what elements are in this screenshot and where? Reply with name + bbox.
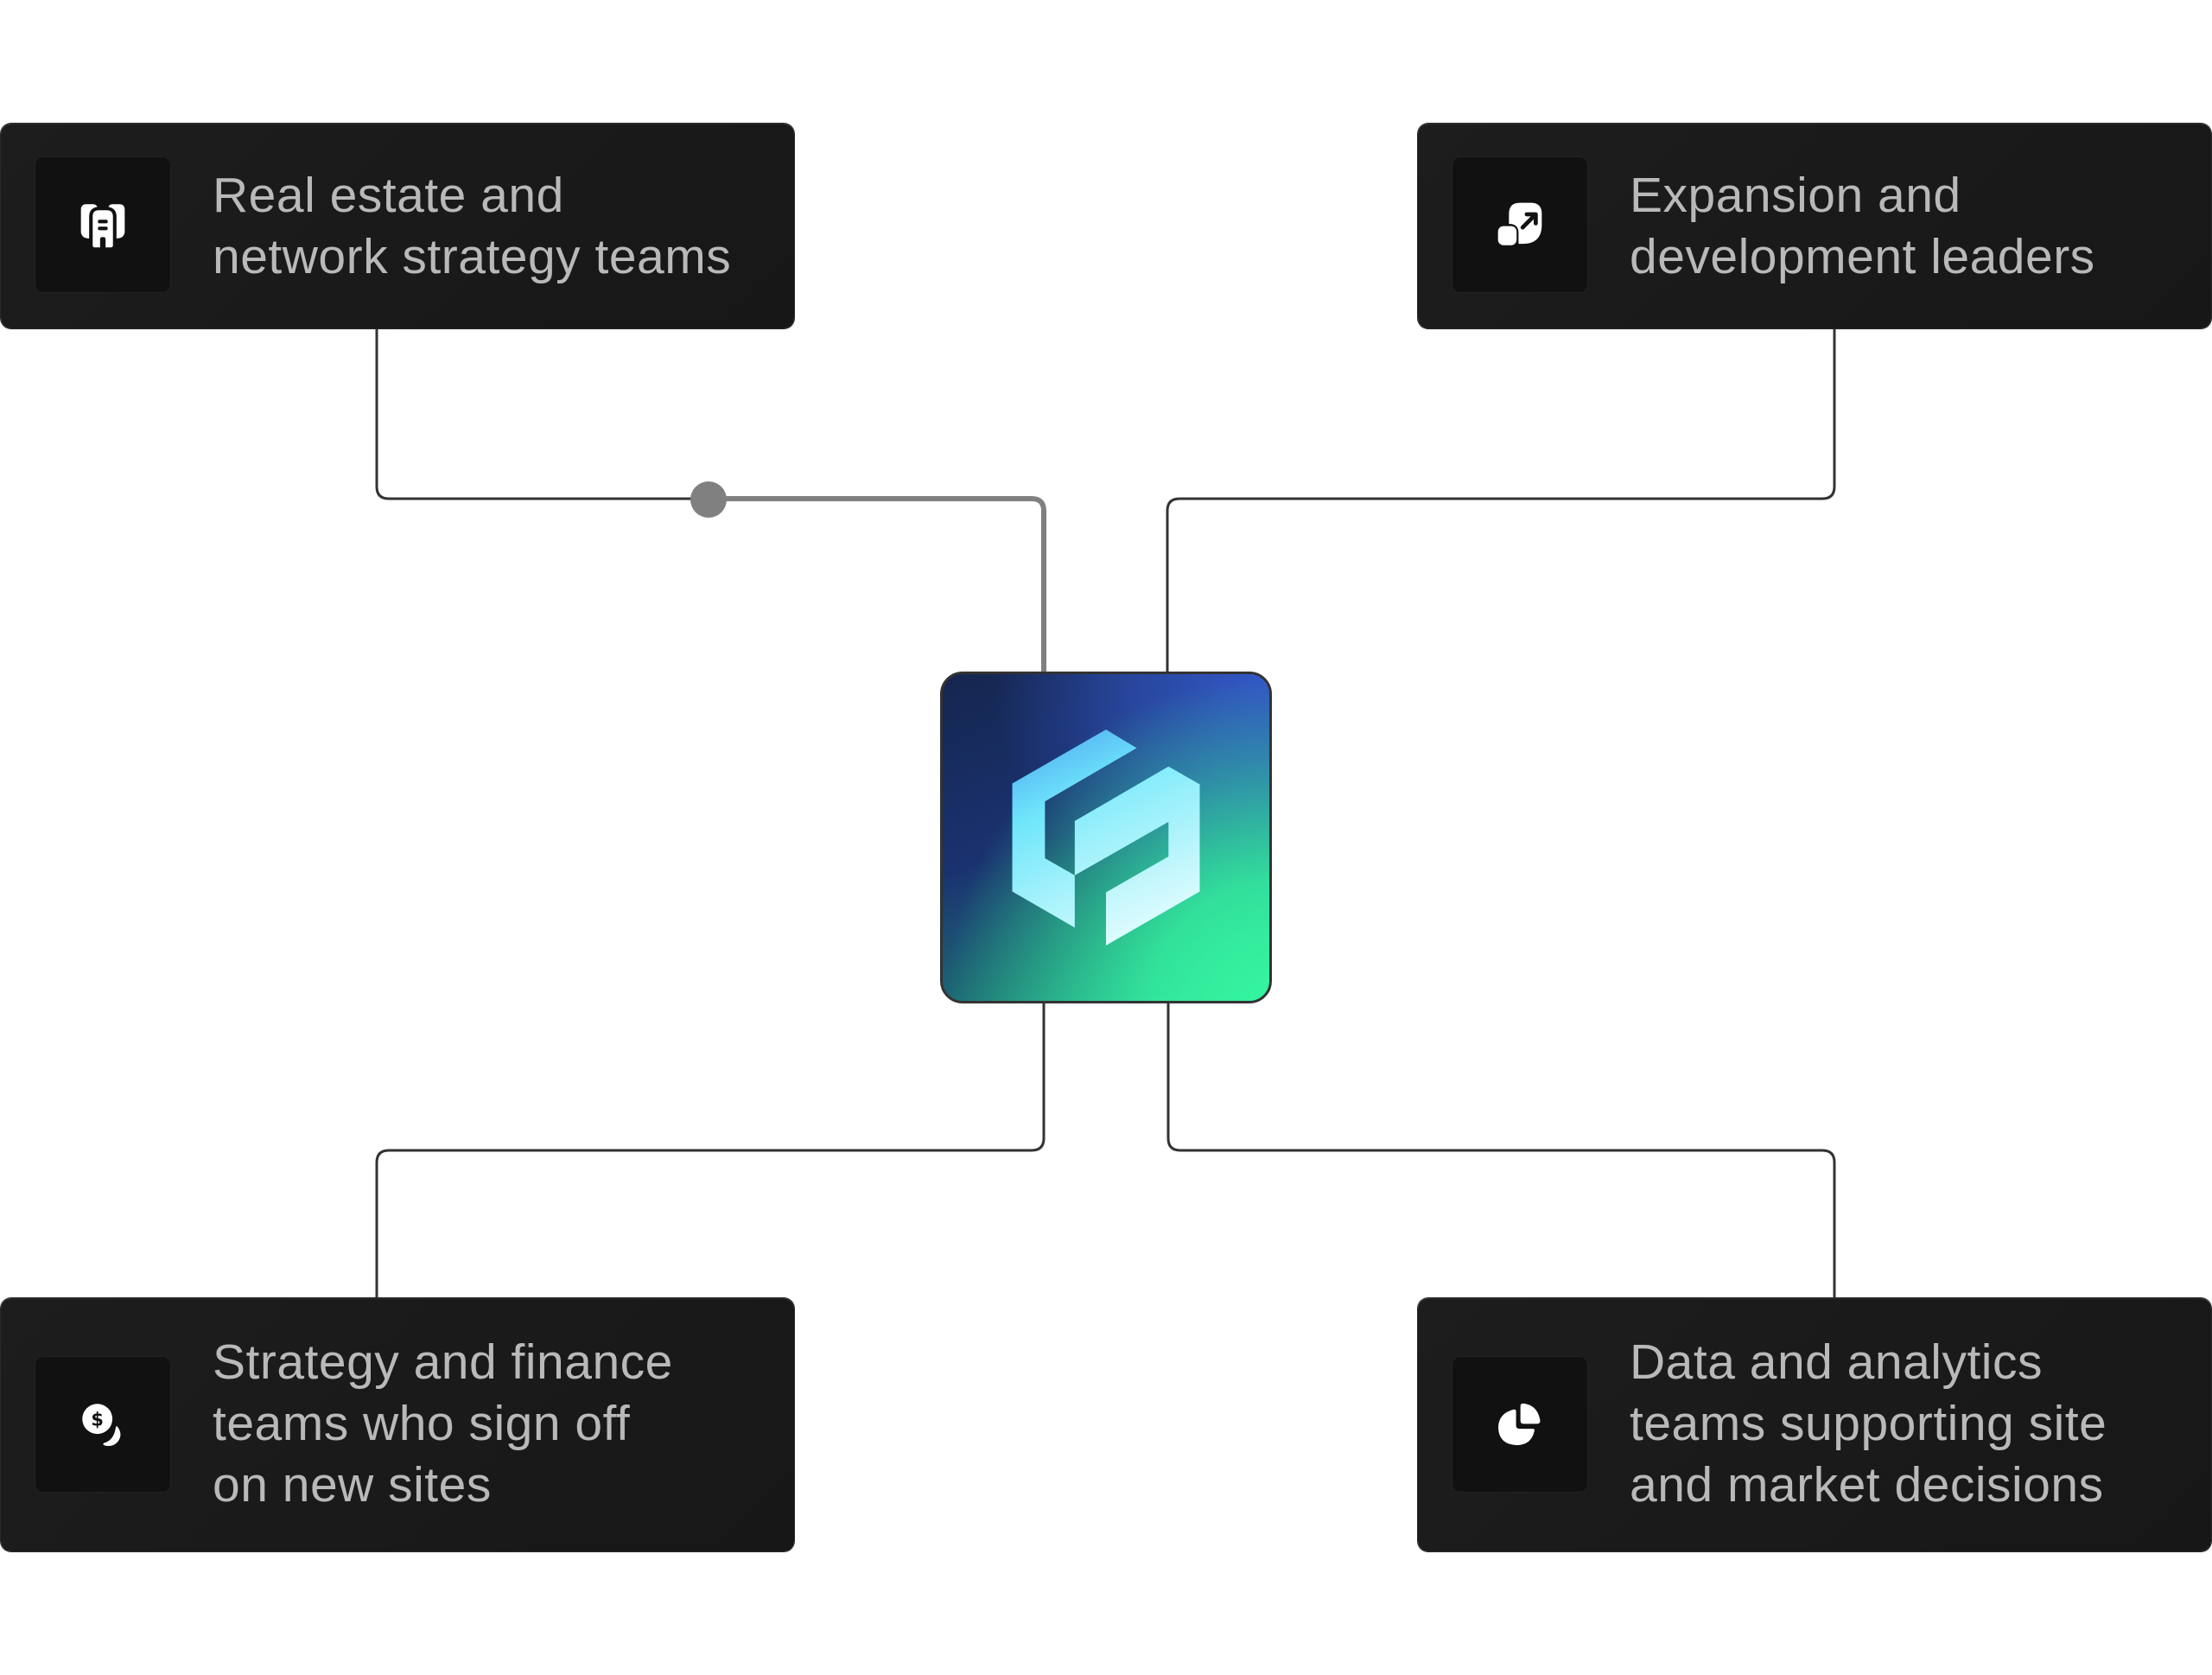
logo-right-piece: [1074, 766, 1200, 946]
center-logo[interactable]: [940, 672, 1272, 1003]
card-label: Strategy and finance teams who sign off …: [213, 1332, 777, 1516]
hexagon-logo-icon: [1012, 729, 1200, 946]
connector-real-estate-active: [709, 496, 1046, 674]
card-label-line: teams supporting site: [1630, 1396, 2107, 1451]
card-analytics[interactable]: Data and analytics teams supporting site…: [1418, 1298, 2211, 1551]
card-label: Data and analytics teams supporting site…: [1630, 1332, 2194, 1516]
card-label-line: Strategy and finance: [213, 1334, 673, 1390]
card-label-line: Real estate and: [213, 168, 564, 223]
expand-arrow-icon: [1497, 202, 1542, 245]
svg-text:$: $: [91, 1409, 104, 1430]
card-finance[interactable]: $ Strategy and finance teams who sign of…: [1, 1298, 794, 1551]
card-expansion[interactable]: Expansion and development leaders: [1418, 124, 2211, 328]
card-label-line: and market decisions: [1630, 1457, 2104, 1513]
card-label-line: network strategy teams: [213, 229, 732, 284]
coins-dollar-icon: $: [82, 1404, 121, 1447]
card-label-line: development leaders: [1630, 229, 2095, 284]
buildings-icon: [80, 204, 125, 248]
card-real-estate[interactable]: Real estate and network strategy teams: [1, 124, 794, 328]
connector-analytics: [1166, 1001, 1836, 1298]
logo-left-piece: [1012, 729, 1137, 928]
connector-real-estate-dark: [375, 328, 709, 500]
card-label-line: teams who sign off: [213, 1396, 631, 1451]
connector-finance: [375, 1001, 1046, 1298]
card-label-line: Expansion and: [1630, 168, 1961, 223]
connector-expansion: [1166, 328, 1836, 674]
card-label-line: on new sites: [213, 1457, 492, 1513]
connector-active-dot: [690, 481, 727, 518]
card-label: Expansion and development leaders: [1630, 165, 2194, 288]
icon-box: [35, 156, 171, 293]
pie-chart-icon: [1497, 1403, 1541, 1446]
card-label-line: Data and analytics: [1630, 1334, 2043, 1390]
icon-box: [1452, 1356, 1588, 1493]
card-label: Real estate and network strategy teams: [213, 165, 777, 288]
icon-box: $: [35, 1356, 171, 1493]
icon-box: [1452, 156, 1588, 293]
